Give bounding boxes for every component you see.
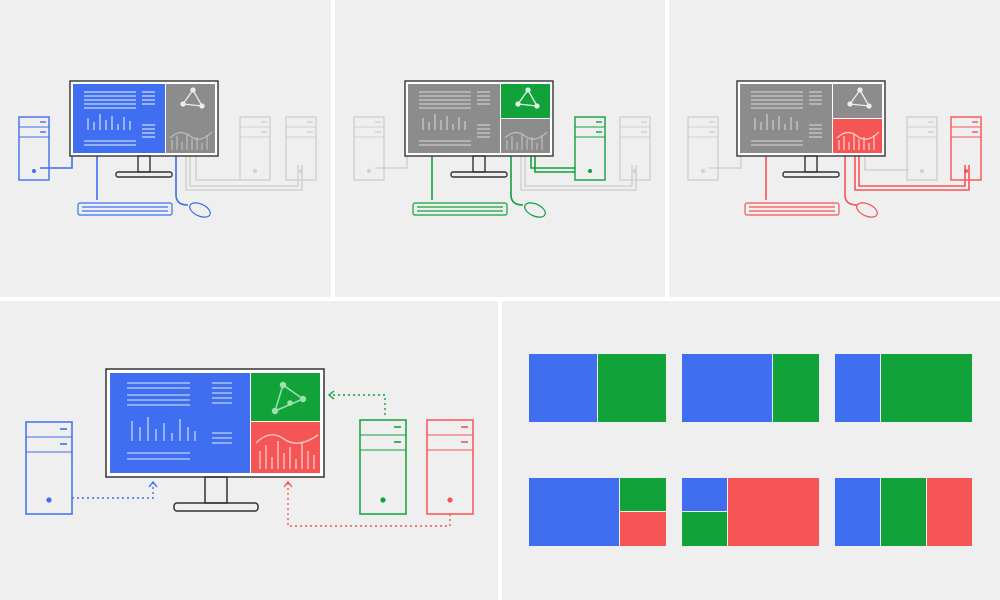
scene-green-active	[335, 0, 665, 297]
network-graph-icon	[180, 87, 205, 109]
layout-tile	[682, 354, 772, 422]
bar-chart-icon	[504, 131, 548, 150]
bar-chart-icon	[255, 434, 319, 469]
layout-tile	[682, 512, 727, 546]
scene-multi-view-drawing	[25, 368, 474, 527]
network-graph-icon	[271, 381, 307, 415]
desktop-tower-icon	[239, 116, 271, 181]
scene-blue-active	[0, 0, 331, 297]
desktop-tower-icon	[285, 116, 317, 181]
mouse-icon	[856, 202, 878, 218]
monitor-icon	[105, 368, 325, 512]
desktop-tower-icon	[574, 116, 606, 181]
layout-tile	[881, 478, 926, 546]
cable-group	[709, 156, 970, 206]
layout-tile	[529, 354, 597, 422]
scene-green-active-drawing	[353, 80, 651, 218]
mouse-icon	[189, 202, 211, 218]
cable-group	[375, 156, 637, 206]
layout-tile	[728, 478, 819, 546]
layout-left-plus-stacked-right	[529, 478, 666, 546]
layout-tile	[682, 478, 727, 511]
layout-tile	[620, 512, 666, 546]
layout-tile	[835, 478, 880, 546]
keyboard-icon	[412, 202, 508, 216]
desktop-tower-icon	[950, 116, 982, 181]
monitor-icon	[69, 80, 219, 178]
arrow-heads	[148, 390, 335, 488]
layout-tile	[835, 354, 880, 422]
bar-chart-icon	[836, 131, 880, 150]
scene-blue-active-drawing	[18, 80, 317, 218]
monitor-icon	[736, 80, 886, 178]
desktop-tower-icon	[359, 419, 407, 515]
layout-tile	[598, 354, 666, 422]
layout-tile	[620, 478, 666, 511]
desktop-tower-icon	[906, 116, 938, 181]
layout-three-columns	[835, 478, 972, 546]
cable-group	[72, 394, 451, 527]
layout-presets	[502, 301, 1000, 600]
layout-two-columns-wide-right	[835, 354, 972, 422]
layout-tile	[881, 354, 972, 422]
monitor-icon	[404, 80, 554, 178]
desktop-tower-icon	[687, 116, 719, 181]
network-graph-icon	[847, 87, 872, 109]
scene-red-active	[669, 0, 1000, 297]
cable-group	[40, 156, 303, 206]
desktop-tower-icon	[18, 116, 50, 181]
layout-tile	[529, 478, 619, 546]
mouse-icon	[524, 202, 546, 218]
scene-multi-view	[0, 301, 498, 600]
scene-red-active-drawing	[687, 80, 982, 218]
layout-two-columns-wide-left	[682, 354, 819, 422]
desktop-tower-icon	[426, 419, 474, 515]
keyboard-icon	[744, 202, 840, 216]
layout-tile	[773, 354, 819, 422]
bar-chart-icon	[169, 131, 213, 150]
desktop-tower-icon	[25, 421, 73, 515]
keyboard-icon	[77, 202, 173, 216]
layout-stacked-left-plus-right	[682, 478, 819, 546]
layout-two-columns-equal	[529, 354, 666, 422]
layout-tile	[927, 478, 972, 546]
desktop-tower-icon	[619, 116, 651, 181]
desktop-tower-icon	[353, 116, 385, 181]
network-graph-icon	[515, 87, 540, 109]
